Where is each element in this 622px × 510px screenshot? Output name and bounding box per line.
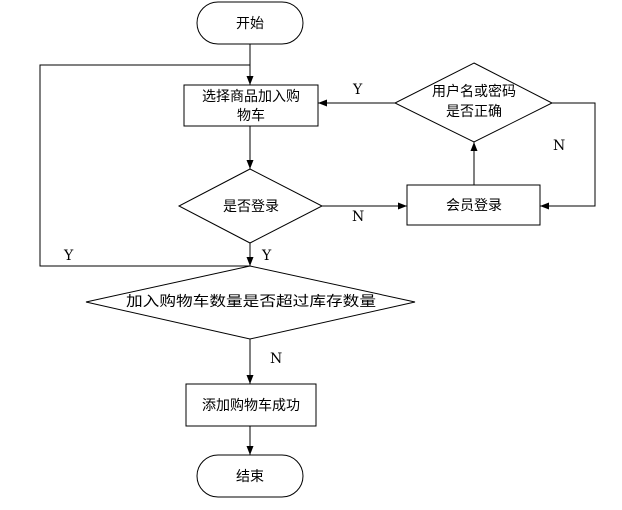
- select-item-label-line1: 选择商品加入购: [202, 89, 300, 105]
- edges: [39, 44, 596, 455]
- logged-in-yes-label: Y: [261, 248, 272, 264]
- node-member-login: 会员登录: [406, 184, 541, 226]
- member-login-label: 会员登录: [446, 198, 502, 214]
- credentials-no-label: N: [553, 138, 565, 154]
- credentials-label-line2: 是否正确: [446, 104, 502, 120]
- node-select-item: 选择商品加入购 物车: [183, 84, 319, 127]
- node-stock-check: 加入购物车数量是否超过库存数量: [85, 265, 416, 340]
- stock-yes-label: Y: [63, 248, 74, 264]
- edge-credentials-no: [540, 102, 596, 210]
- stock-no-label: N: [270, 351, 282, 367]
- edge-labels: Y N N Y Y N: [63, 82, 565, 367]
- select-item-box: [183, 84, 319, 127]
- end-label: 结束: [236, 469, 264, 485]
- node-credentials: 用户名或密码 是否正确: [393, 62, 554, 143]
- node-add-success: 添加购物车成功: [185, 383, 317, 427]
- end-terminal: [196, 454, 304, 498]
- credentials-yes-label: Y: [352, 82, 363, 98]
- select-item-label-line2: 物车: [237, 107, 265, 124]
- member-login-box: [406, 184, 541, 226]
- logged-in-label: 是否登录: [223, 199, 279, 215]
- add-success-box: [185, 383, 317, 427]
- stock-check-label: 加入购物车数量是否超过库存数量: [126, 293, 376, 310]
- node-start: 开始: [196, 1, 304, 45]
- credentials-decision: [393, 62, 554, 143]
- add-success-label: 添加购物车成功: [202, 397, 300, 414]
- credentials-label-line1: 用户名或密码: [432, 83, 516, 100]
- node-logged-in: 是否登录: [177, 168, 324, 244]
- start-terminal: [196, 1, 304, 45]
- logged-in-decision: [177, 168, 324, 244]
- edge-stock-yes: [39, 64, 250, 267]
- node-end: 结束: [196, 454, 304, 498]
- start-label: 开始: [236, 16, 264, 32]
- logged-in-no-label: N: [352, 209, 364, 225]
- stock-check-decision: [85, 265, 416, 340]
